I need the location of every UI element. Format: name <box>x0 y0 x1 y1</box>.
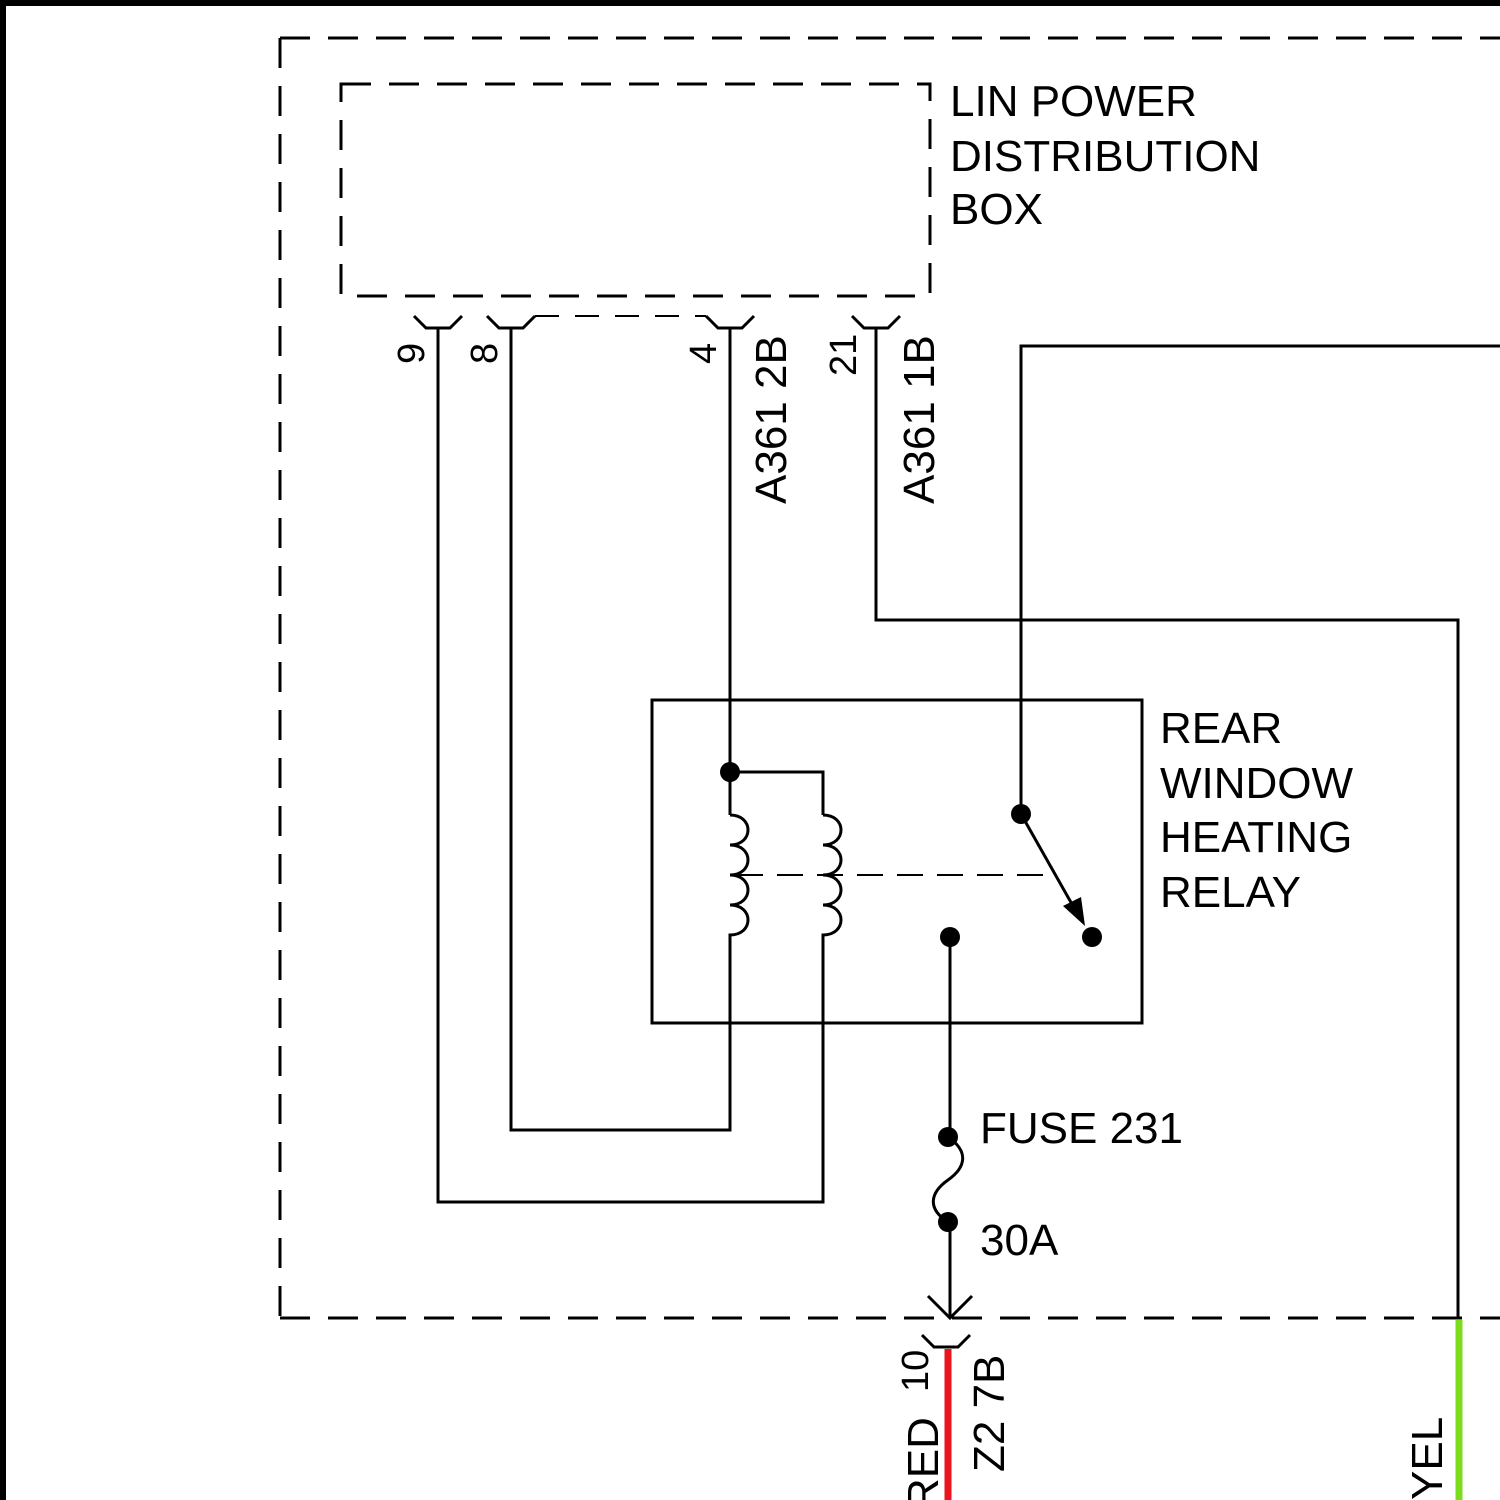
relay-name-line-4: RELAY <box>1160 868 1301 917</box>
pin-4-symbol <box>706 316 754 328</box>
pin-21-label: 21 <box>823 334 865 376</box>
wire-pin-8 <box>511 328 730 1130</box>
module-name-line-2: DISTRIBUTION <box>950 132 1260 181</box>
relay-coil-icon <box>730 772 841 940</box>
module-name-line-1: LIN POWER <box>950 77 1197 126</box>
wire-yel-label: YEL <box>1403 1417 1452 1500</box>
relay-switch-icon <box>1021 814 1085 926</box>
relay-name-line-1: REAR <box>1160 704 1282 753</box>
pin-21-symbol <box>852 316 900 328</box>
pin-10-label: 10 <box>895 1350 937 1392</box>
fuse-icon <box>933 1137 962 1222</box>
connector-pin-symbols <box>414 316 970 1347</box>
relay-name-line-2: WINDOW <box>1160 759 1354 808</box>
rear-window-heating-relay <box>652 700 1142 1023</box>
connector-z2-7b-label: Z2 7B <box>965 1355 1014 1472</box>
pin-9-label: 9 <box>391 343 433 364</box>
fuse-rating: 30A <box>980 1216 1059 1265</box>
connector-a361-2b-label: A361 2B <box>747 335 796 504</box>
pin-4-label: 4 <box>683 343 725 364</box>
outer-boundary-dashed <box>280 38 1500 1318</box>
module-name-line-3: BOX <box>950 185 1043 234</box>
wire-red-label: RED <box>899 1417 948 1500</box>
pin-8-symbol <box>487 316 535 328</box>
pin-9-symbol <box>414 316 462 328</box>
lin-power-distribution-box <box>341 84 930 296</box>
junction-dots <box>720 762 1102 1232</box>
connector-a361-1b-label: A361 1B <box>895 335 944 504</box>
relay-name-line-3: HEATING <box>1160 813 1352 862</box>
pin-10-symbol <box>922 1335 970 1347</box>
fuse-name: FUSE 231 <box>980 1104 1183 1153</box>
pin-8-label: 8 <box>464 343 506 364</box>
